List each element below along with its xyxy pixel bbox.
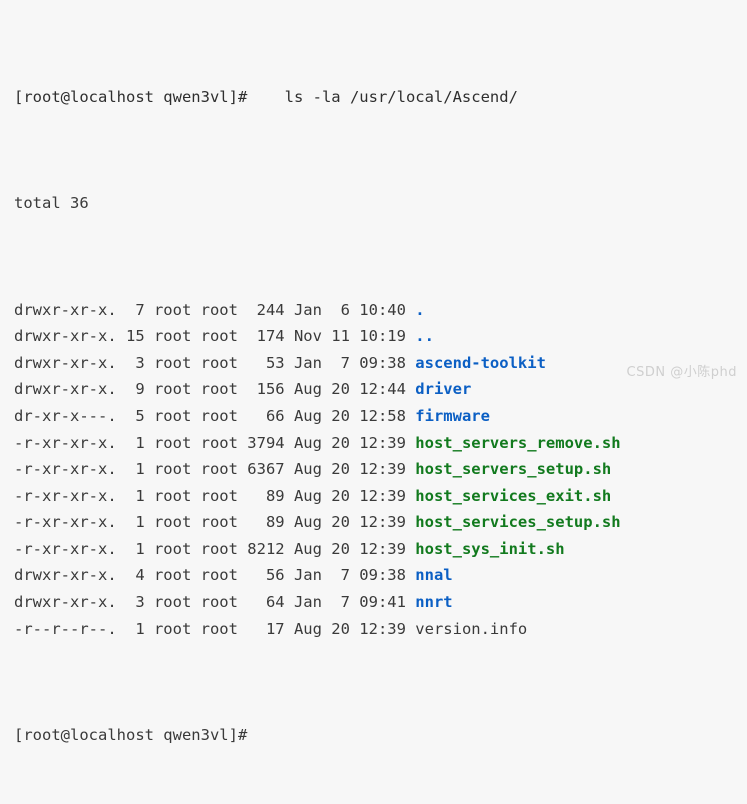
listing-row-meta: dr-xr-x---. 5 root root 66 Aug 20 12:58 [14,406,416,425]
listing-row: drwxr-xr-x. 7 root root 244 Jan 6 10:40 … [14,297,747,324]
listing-row: drwxr-xr-x. 9 root root 156 Aug 20 12:44… [14,376,747,403]
shell-prompt: [root@localhost qwen3vl]# [14,87,248,106]
listing-row-name: host_servers_setup.sh [415,460,612,479]
listing-row-meta: drwxr-xr-x. 4 root root 56 Jan 7 09:38 [14,566,416,585]
listing-row: drwxr-xr-x. 4 root root 56 Jan 7 09:38 n… [14,562,747,589]
listing-row-name: .. [415,327,434,346]
listing-row-meta: -r-xr-xr-x. 1 root root 89 Aug 20 12:39 [14,486,416,505]
listing-row-name: host_servers_remove.sh [415,433,621,452]
command-text: ls -la /usr/local/Ascend/ [284,87,518,106]
listing-row-meta: -r--r--r--. 1 root root 17 Aug 20 12:39 [14,619,416,638]
listing-row: dr-xr-x---. 5 root root 66 Aug 20 12:58 … [14,403,747,430]
listing-row-meta: drwxr-xr-x. 3 root root 64 Jan 7 09:41 [14,593,416,612]
listing-row: -r-xr-xr-x. 1 root root 6367 Aug 20 12:3… [14,456,747,483]
listing-row-name: host_services_setup.sh [415,513,621,532]
listing-row-name: . [415,300,425,319]
csdn-watermark: CSDN @小陈phd [626,365,737,380]
listing-row: -r-xr-xr-x. 1 root root 3794 Aug 20 12:3… [14,430,747,457]
listing-row-meta: -r-xr-xr-x. 1 root root 6367 Aug 20 12:3… [14,460,416,479]
listing-row-name: firmware [415,406,490,425]
listing-row-meta: drwxr-xr-x. 15 root root 174 Nov 11 10:1… [14,327,416,346]
listing-row: -r-xr-xr-x. 1 root root 8212 Aug 20 12:3… [14,536,747,563]
terminal-window[interactable]: [root@localhost qwen3vl]# ls -la /usr/lo… [0,0,747,744]
file-listing: drwxr-xr-x. 7 root root 244 Jan 6 10:40 … [14,297,747,643]
listing-row-meta: drwxr-xr-x. 3 root root 53 Jan 7 09:38 [14,353,416,372]
listing-row-name: nnrt [415,593,453,612]
command-line: [root@localhost qwen3vl]# ls -la /usr/lo… [14,84,747,111]
listing-row-name: host_services_exit.sh [415,486,612,505]
listing-row-name: nnal [415,566,453,585]
listing-row: -r-xr-xr-x. 1 root root 89 Aug 20 12:39 … [14,509,747,536]
command-gap [247,88,284,106]
listing-row-name: version.info [415,619,528,638]
listing-row: drwxr-xr-x. 3 root root 64 Jan 7 09:41 n… [14,589,747,616]
listing-row-name: driver [415,380,472,399]
total-line: total 36 [14,194,89,213]
listing-row: -r--r--r--. 1 root root 17 Aug 20 12:39 … [14,616,747,643]
listing-row-meta: -r-xr-xr-x. 1 root root 8212 Aug 20 12:3… [14,539,416,558]
listing-row-meta: -r-xr-xr-x. 1 root root 3794 Aug 20 12:3… [14,433,416,452]
listing-row: drwxr-xr-x. 3 root root 53 Jan 7 09:38 a… [14,350,747,377]
listing-row: drwxr-xr-x. 15 root root 174 Nov 11 10:1… [14,323,747,350]
listing-row-meta: drwxr-xr-x. 7 root root 244 Jan 6 10:40 [14,300,416,319]
listing-row-name: host_sys_init.sh [415,539,565,558]
listing-row-meta: drwxr-xr-x. 9 root root 156 Aug 20 12:44 [14,380,416,399]
listing-row-meta: -r-xr-xr-x. 1 root root 89 Aug 20 12:39 [14,513,416,532]
shell-prompt-last: [root@localhost qwen3vl]# [14,726,248,745]
listing-row-name: ascend-toolkit [415,353,546,372]
listing-row: -r-xr-xr-x. 1 root root 89 Aug 20 12:39 … [14,483,747,510]
